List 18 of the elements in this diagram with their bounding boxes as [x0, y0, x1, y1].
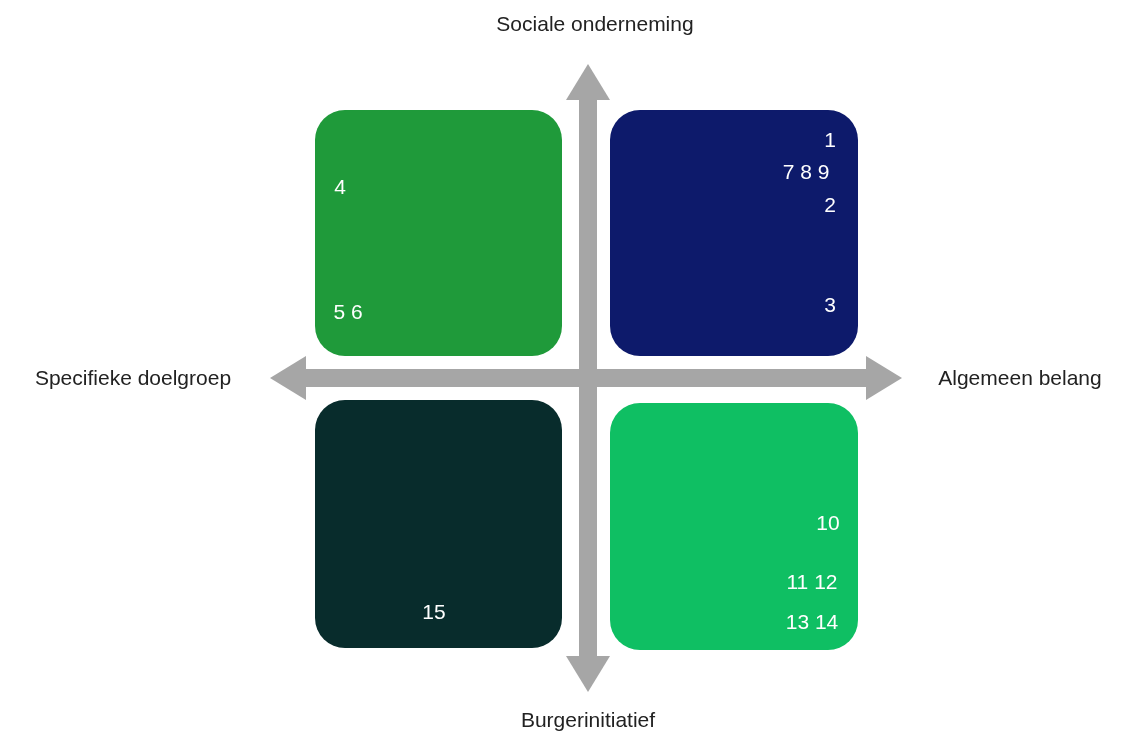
- item-number: 3: [824, 293, 836, 317]
- item-number: 11 12: [786, 570, 838, 594]
- axis-label: Specifieke doelgroep: [34, 366, 232, 390]
- item-number: 2: [824, 193, 836, 217]
- item-number: 5 6: [333, 300, 363, 324]
- quadrant-box: [610, 110, 858, 356]
- item-number: 13 14: [785, 610, 839, 634]
- quadrant-box: [610, 403, 858, 650]
- item-number: 4: [334, 175, 346, 199]
- item-number: 1: [824, 128, 836, 152]
- quadrant-box: [315, 400, 562, 648]
- quadrant-box: [315, 110, 562, 356]
- axis-label: Algemeen belang: [938, 366, 1102, 390]
- item-number: 15: [422, 600, 446, 624]
- item-number: 10: [816, 511, 840, 535]
- axis-label: Sociale onderneming: [496, 12, 694, 36]
- axis-label: Burgerinitiatief: [520, 708, 656, 732]
- item-number: 7 8 9: [782, 160, 830, 184]
